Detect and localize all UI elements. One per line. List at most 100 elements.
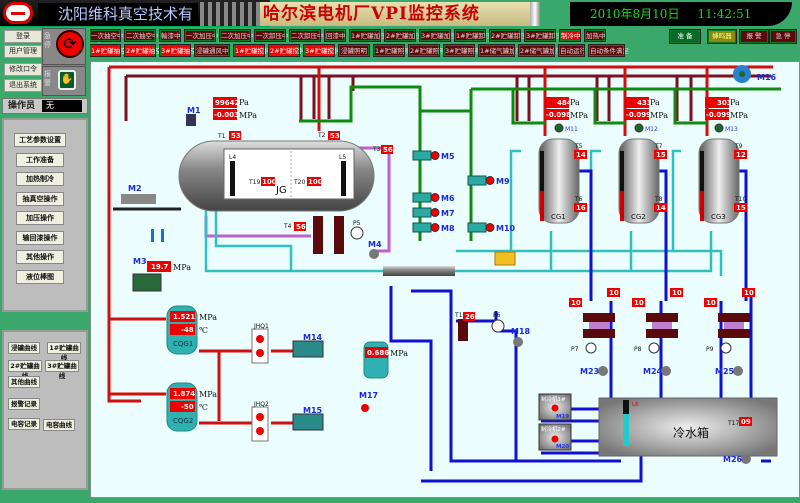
curve-button-tank3[interactable]: 3#贮罐曲线 (45, 360, 79, 380)
status-chip: 一次抽空中 (89, 29, 124, 42)
operation-button[interactable]: 液位棒图 (16, 269, 64, 284)
top-temp-value: 14 (576, 151, 586, 159)
operation-button[interactable]: 工作准备 (16, 152, 64, 167)
gauge-label: P8 (634, 346, 642, 353)
capacitance-curve-button[interactable]: 电容曲线 (43, 419, 75, 431)
m4-label: M4 (368, 240, 382, 249)
agitator-motor-icon[interactable] (714, 123, 724, 133)
m2-cart-icon[interactable] (121, 194, 156, 204)
circulation-pump-icon[interactable] (661, 366, 671, 376)
top-temp-label: T9 (734, 143, 743, 150)
impregnation-tank[interactable]: L4 L5 JG T19 100 T20 100 (178, 140, 375, 212)
buzzer-button[interactable]: 蜂鸣器 (707, 29, 737, 44)
pump-icon[interactable] (412, 207, 432, 218)
m17-indicator (361, 404, 369, 412)
t3-box (381, 145, 393, 154)
login-button[interactable]: 登录 (4, 30, 42, 43)
estop-icon[interactable]: ⟳ (56, 30, 84, 58)
pump-icon[interactable] (467, 222, 487, 233)
storage-tanks: CG1484Pa-0.098MPaM11T514T616CG2433Pa-0.0… (538, 97, 748, 224)
operation-button[interactable]: 抽真空操作 (16, 191, 64, 206)
small-tank-value: 0.686 (367, 349, 389, 357)
status-chip: 二次卸压中 (289, 29, 324, 42)
m26-label: M26 (723, 455, 743, 464)
status-chip: 2#储气罐加压 (518, 44, 563, 57)
curve-button-other[interactable]: 其他曲线 (8, 376, 40, 388)
m15-compressor-icon[interactable] (292, 413, 324, 431)
svg-text:制冷机2#: 制冷机2# (541, 425, 566, 433)
pump-motor-icon (430, 208, 440, 217)
t4-box (294, 222, 306, 231)
exit-system-button[interactable]: 退出系统 (4, 79, 42, 92)
heat-exchanger-coil (652, 322, 672, 329)
m14-compressor-icon[interactable] (292, 340, 324, 358)
m1-motor-icon[interactable] (186, 114, 196, 126)
operation-button[interactable]: 输回漆操作 (16, 230, 64, 245)
gauge-label: P7 (571, 346, 579, 353)
pressure-unit: MPa (570, 111, 588, 120)
user-management-button[interactable]: 用户管理 (4, 45, 42, 58)
alarm-reset-icon[interactable]: ✋ (58, 70, 76, 90)
change-password-button[interactable]: 修改口令 (4, 63, 42, 76)
operation-button[interactable]: 加热制冷 (16, 172, 64, 186)
estop-label: 急停 (44, 32, 51, 49)
curve-button-impregnation[interactable]: 浸罐曲线 (8, 342, 40, 354)
capacitance-record-button[interactable]: 电容记录 (8, 418, 40, 430)
standby-button[interactable]: 准 备 (669, 29, 701, 44)
agitator-motor-icon[interactable] (554, 123, 564, 133)
air-tank-pressure-box (170, 388, 195, 399)
curve-button-tank1[interactable]: 1#贮罐曲线 (47, 342, 81, 362)
pump-icon[interactable] (412, 192, 432, 203)
pump-motor-icon (430, 193, 440, 202)
cold-water-tank: L6 冷水箱 T17 09 (598, 397, 778, 457)
m26-pump-icon[interactable] (741, 454, 751, 464)
m3-compressor-icon[interactable] (132, 273, 162, 292)
t1-box (229, 131, 241, 140)
process-svg: L4 L5 JG T19 100 T20 100 (107, 65, 781, 483)
m18-pump-icon[interactable] (513, 337, 523, 347)
pump-icon[interactable] (412, 150, 432, 161)
level-l5-label: L5 (339, 154, 346, 161)
vacuum-unit: Pa (650, 98, 660, 107)
status-chip: 1#贮罐卸压 (454, 29, 492, 42)
top-temp-box (734, 150, 747, 159)
pressure-box (705, 109, 729, 120)
cooler-jhq1: JHQ1 (251, 323, 269, 364)
status-chip: 1#贮罐抽空 (89, 44, 127, 57)
agitator-motor-icon[interactable] (634, 123, 644, 133)
m4-pump-icon[interactable] (369, 249, 379, 259)
circulation-pump-icon[interactable] (598, 366, 608, 376)
pump-motor-icon (430, 223, 440, 232)
pump-icon[interactable] (412, 222, 432, 233)
emergency-stop-button[interactable]: 急 停 (769, 29, 797, 44)
svg-text:M20: M20 (556, 444, 569, 450)
operation-button[interactable]: 加压操作 (16, 211, 64, 225)
jhq02-cooler (334, 216, 344, 254)
svg-text:L6: L6 (632, 402, 639, 408)
t20-label: T20 (293, 179, 305, 186)
circulation-pump-icon[interactable] (733, 366, 743, 376)
heat-exchanger (718, 313, 750, 322)
top-temp-label: T7 (654, 143, 663, 150)
pressure-unit: MPa (730, 111, 748, 120)
operation-button[interactable]: 其他操作 (16, 250, 64, 264)
pump-icon[interactable] (467, 175, 487, 186)
operation-button[interactable]: 工艺参数设置 (14, 133, 66, 147)
chiller-1[interactable]: 制冷机1# M19 (538, 393, 572, 421)
small-tank-box (365, 347, 388, 358)
jg-vacuum-unit: Pa (239, 98, 249, 107)
cooler-jhq2: JHQ2 (251, 401, 269, 442)
chiller-temp-box (569, 298, 582, 307)
chiller-2[interactable]: 制冷机2# M20 (538, 423, 572, 451)
curve-button-tank2[interactable]: 2#贮罐曲线 (8, 360, 42, 380)
pipe-red-coolers (199, 349, 301, 425)
t4-label: T4 (283, 223, 292, 230)
bottom-temp-label: T8 (654, 196, 663, 203)
alarm-button[interactable]: 报 警 (739, 29, 769, 44)
vacuum-box (625, 97, 649, 108)
m2-label: M2 (128, 184, 142, 193)
air-tank-temp-value: -48 (181, 326, 194, 334)
alarm-record-button[interactable]: 报警记录 (8, 398, 40, 410)
top-temp-box (654, 150, 667, 159)
pressure-gauge-icon (720, 342, 732, 354)
